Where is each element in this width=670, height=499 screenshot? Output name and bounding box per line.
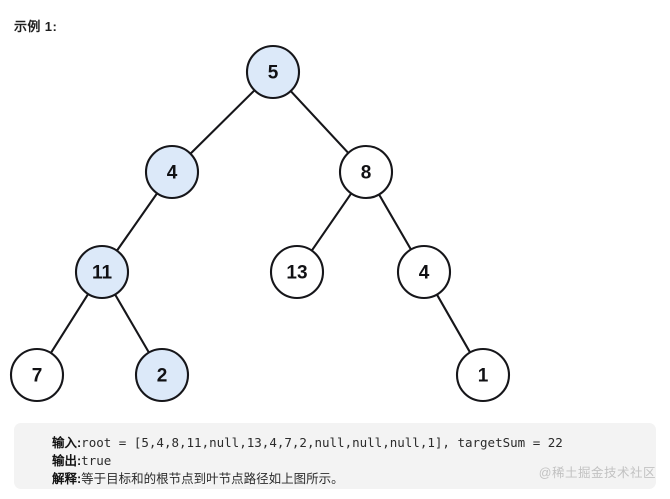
tree-node-circle [396, 244, 452, 300]
output-label: 输出: [52, 454, 82, 468]
tree-node-label: 13 [286, 263, 307, 284]
binary-tree-svg: 5 4 8 11 13 4 7 2 1 [9, 44, 511, 403]
tree-node-label: 5 [268, 63, 279, 84]
tree-node-circle [74, 244, 130, 300]
tree-node-label: 4 [167, 163, 178, 184]
tree-node-circle [245, 44, 301, 100]
input-label: 输入: [52, 436, 82, 450]
tree-node: 2 [134, 347, 190, 403]
tree-edge [188, 88, 257, 156]
tree-edges-group [49, 88, 472, 355]
watermark: @稀土掘金技术社区 [538, 466, 656, 480]
tree-node-circle [144, 144, 200, 200]
code-line-output: 输出:true [52, 452, 656, 470]
tree-node-label: 2 [157, 366, 168, 387]
tree-node-label: 1 [478, 366, 489, 387]
tree-node-circle [134, 347, 190, 403]
example-code-block: 输入:root = [5,4,8,11,null,13,4,7,2,null,n… [14, 423, 656, 489]
tree-node-label: 8 [361, 163, 372, 184]
output-value: true [81, 453, 112, 468]
tree-node: 13 [269, 244, 325, 300]
tree-node: 5 [245, 44, 301, 100]
tree-node-label: 7 [32, 366, 43, 387]
input-value: root = [5,4,8,11,null,13,4,7,2,null,null… [81, 435, 563, 450]
tree-edge [377, 192, 413, 252]
tree-edge [113, 292, 151, 355]
tree-node: 1 [455, 347, 511, 403]
tree-edge [435, 292, 472, 355]
tree-node: 4 [144, 144, 200, 200]
tree-node-circle [455, 347, 511, 403]
tree-node-circle [9, 347, 65, 403]
tree-node-circle [338, 144, 394, 200]
tree-node: 4 [396, 244, 452, 300]
binary-tree-figure: 5 4 8 11 13 4 7 2 1 [0, 30, 670, 410]
tree-edge [288, 89, 351, 155]
tree-node-circle [269, 244, 325, 300]
code-line-input: 输入:root = [5,4,8,11,null,13,4,7,2,null,n… [52, 434, 656, 452]
tree-node-label: 11 [92, 263, 113, 284]
tree-node: 8 [338, 144, 394, 200]
tree-node-label: 4 [419, 263, 430, 284]
tree-node: 7 [9, 347, 65, 403]
tree-edge [115, 191, 159, 253]
explanation-label: 解释: [52, 472, 82, 486]
tree-edge [310, 191, 353, 253]
tree-edge [49, 292, 90, 355]
tree-nodes-group: 5 4 8 11 13 4 7 2 1 [9, 44, 511, 403]
page-title: 示例 1: [14, 19, 58, 34]
code-line-explanation: 解释:等于目标和的根节点到叶节点路径如上图所示。 [52, 470, 656, 488]
tree-node: 11 [74, 244, 130, 300]
explanation-value: 等于目标和的根节点到叶节点路径如上图所示。 [81, 472, 344, 486]
